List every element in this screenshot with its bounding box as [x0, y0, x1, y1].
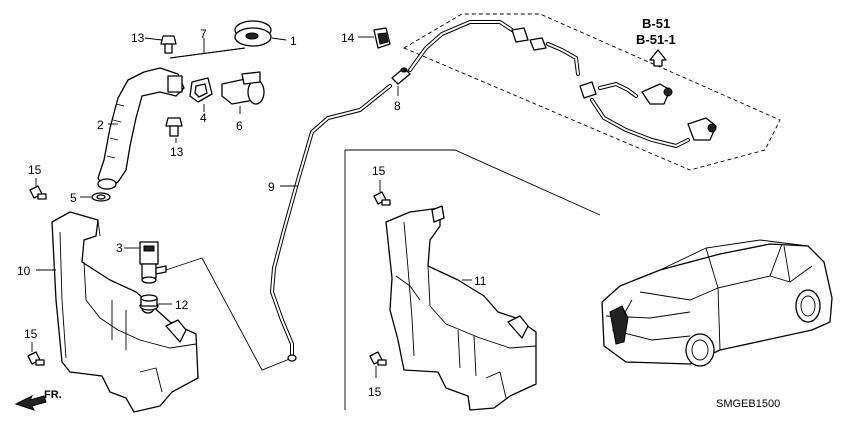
callout-13-top: 13	[131, 31, 145, 45]
callout-15-inset-lower: 15	[368, 385, 382, 399]
callout-7: 7	[200, 27, 207, 41]
nozzle-hoses	[408, 20, 717, 149]
callout-9: 9	[268, 180, 275, 194]
callout-11: 11	[474, 274, 487, 288]
bolt-15-inset-upper	[373, 191, 391, 206]
callout-15-inset-upper: 15	[372, 164, 386, 178]
bolt-15-lower-left	[27, 351, 45, 366]
callout-12: 12	[175, 298, 189, 312]
grommet-5	[91, 192, 111, 202]
front-direction-label: FR.	[44, 389, 62, 401]
reference-b51: B-51	[642, 16, 670, 31]
callout-13-middle: 13	[170, 145, 184, 159]
washer-tank	[51, 211, 199, 413]
filler-mouth	[221, 71, 265, 105]
clip-13-middle	[165, 117, 183, 137]
callout-6: 6	[236, 119, 243, 133]
diagram-code: SMGEB1500	[716, 398, 780, 410]
callout-15-lower-left: 15	[24, 327, 38, 341]
callout-3: 3	[116, 241, 123, 255]
callout-2: 2	[97, 118, 104, 132]
cap-strap	[169, 47, 246, 59]
grommet-12	[139, 294, 159, 311]
reference-b51-1: B-51-1	[636, 32, 676, 47]
nozzle-region-outline	[403, 13, 781, 171]
filler-cap	[234, 20, 272, 47]
hose-joint	[391, 67, 411, 85]
car-illustration	[601, 239, 833, 367]
callout-10: 10	[17, 264, 31, 278]
callout-8: 8	[394, 99, 401, 113]
pump-to-hose-leader	[165, 257, 293, 371]
front-direction-arrow	[14, 394, 47, 411]
bolt-15-inset-lower	[369, 351, 387, 366]
washer-hose	[269, 84, 392, 362]
callout-14: 14	[341, 31, 355, 45]
callout-1: 1	[290, 34, 297, 48]
bolt-15-upper-left	[29, 185, 47, 200]
callout-5: 5	[70, 191, 77, 205]
clip-14	[373, 27, 391, 49]
washer-tank-inset	[385, 205, 537, 411]
clip-13-top	[160, 35, 177, 54]
washer-pump	[139, 241, 167, 284]
callout-15-upper-left: 15	[28, 163, 42, 177]
filler-neck	[97, 67, 185, 190]
reference-arrow	[649, 49, 667, 67]
callout-4: 4	[200, 111, 207, 125]
inset-frame	[344, 149, 601, 410]
seal	[189, 77, 213, 103]
